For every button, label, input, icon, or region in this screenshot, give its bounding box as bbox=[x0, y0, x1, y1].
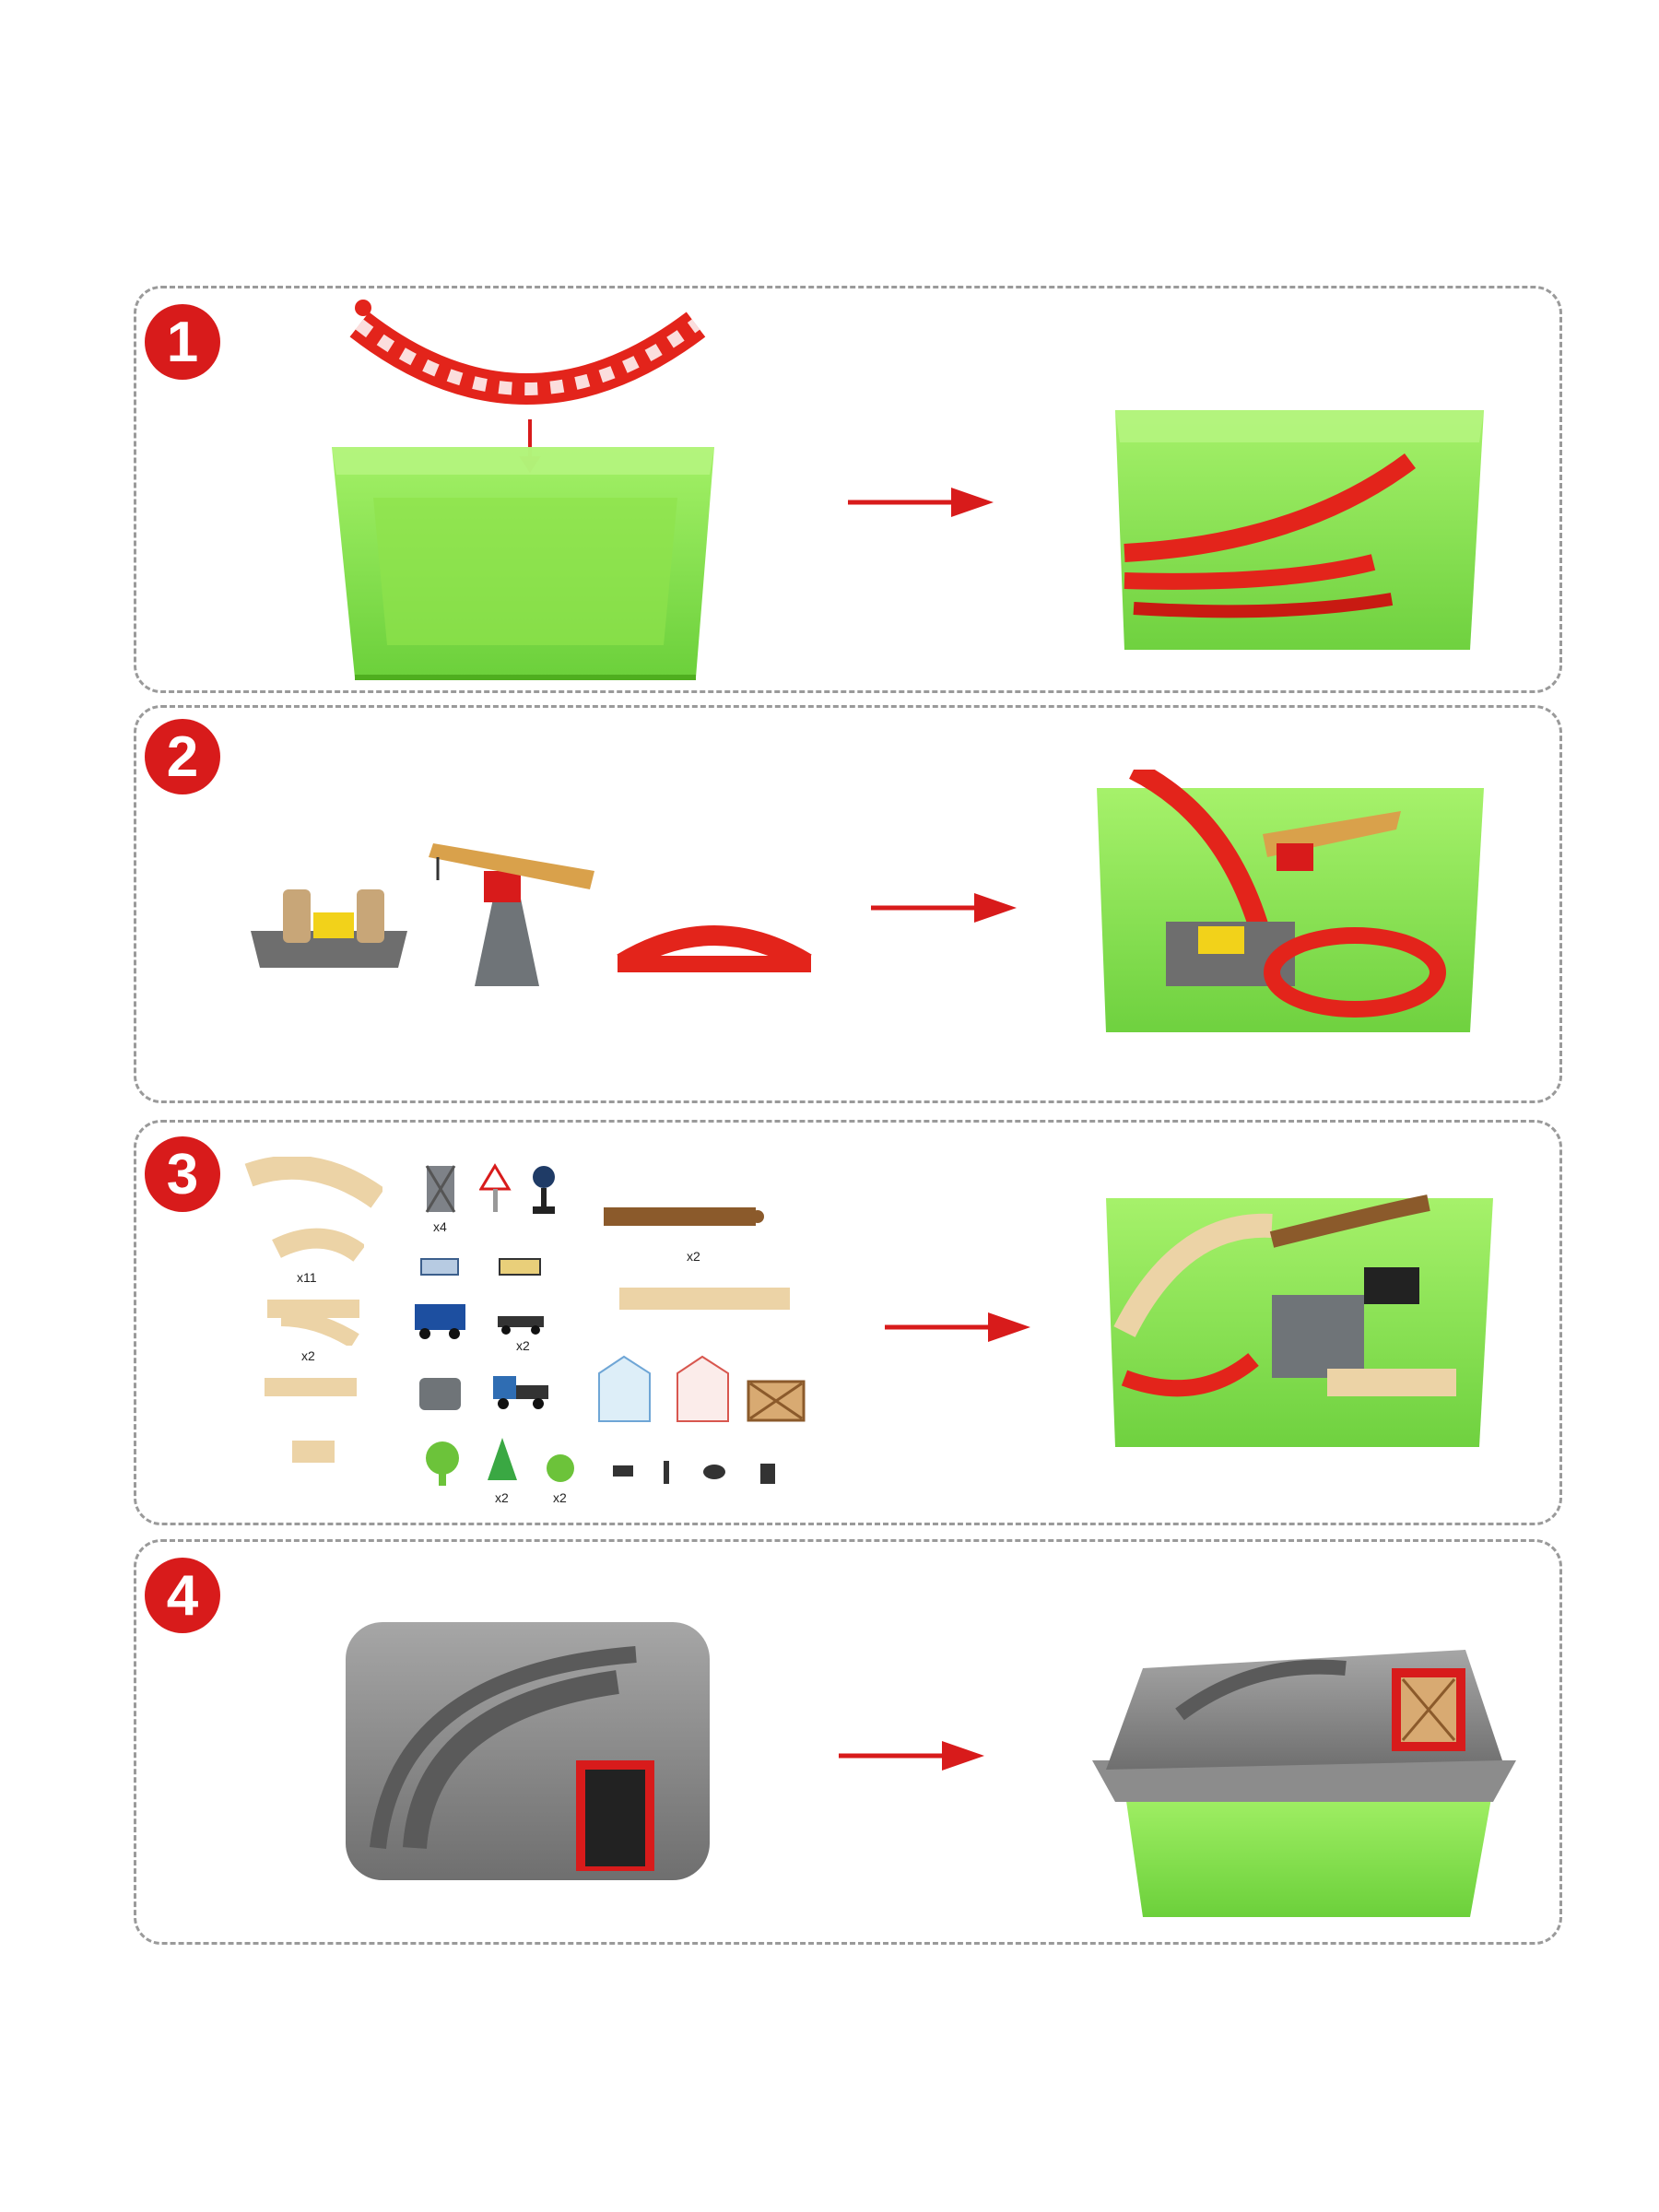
road-sign-icon bbox=[479, 1163, 512, 1212]
crate-icon bbox=[499, 1258, 541, 1276]
house-red-icon bbox=[677, 1355, 729, 1422]
bridge-icon bbox=[617, 925, 812, 972]
house-blue-icon bbox=[598, 1355, 651, 1422]
step-4-badge: 4 bbox=[145, 1558, 220, 1633]
crane-icon bbox=[429, 843, 594, 986]
step-arrow-icon bbox=[871, 893, 1017, 923]
step-3-badge: 3 bbox=[145, 1136, 220, 1212]
wooden-curved-track-icon bbox=[272, 1228, 364, 1263]
quantity-label: x2 bbox=[301, 1348, 315, 1363]
bin-with-track-icon bbox=[1115, 410, 1484, 650]
quantity-label: x2 bbox=[687, 1249, 700, 1264]
bush-icon bbox=[547, 1454, 574, 1482]
bin-with-crane-icon bbox=[1097, 770, 1484, 1032]
step-2-badge: 2 bbox=[145, 719, 220, 794]
step-arrow-icon bbox=[839, 1741, 984, 1771]
quantity-label: x2 bbox=[553, 1490, 567, 1505]
tree-icon bbox=[426, 1441, 459, 1486]
pine-tree-icon bbox=[488, 1438, 517, 1480]
closed-bin-with-lid-icon bbox=[1092, 1650, 1516, 1917]
quantity-label: x4 bbox=[433, 1219, 447, 1234]
gray-block-icon bbox=[419, 1378, 461, 1410]
wooden-switch-track-icon bbox=[267, 1300, 359, 1346]
quantity-label: x2 bbox=[495, 1490, 509, 1505]
pillar-icon bbox=[425, 1165, 456, 1213]
quantity-label: x11 bbox=[297, 1270, 317, 1285]
step-1-badge: 1 bbox=[145, 304, 220, 380]
wooden-short-track-icon bbox=[292, 1441, 335, 1463]
green-bin-icon bbox=[332, 447, 714, 680]
step-2-panel bbox=[134, 705, 1562, 1103]
blue-locomotive-icon bbox=[415, 1304, 465, 1339]
station-piece-icon bbox=[251, 889, 407, 968]
wooden-curved-track-icon bbox=[244, 1157, 382, 1208]
step-4-panel bbox=[134, 1539, 1562, 1945]
black-wagon-icon bbox=[498, 1316, 544, 1335]
bin-with-parts-icon bbox=[1106, 1194, 1493, 1447]
step-arrow-icon bbox=[848, 488, 994, 517]
brown-track-icon bbox=[604, 1207, 764, 1226]
step-3-panel bbox=[134, 1120, 1562, 1525]
lid-top-view-icon bbox=[346, 1622, 710, 1880]
step-1-panel bbox=[134, 286, 1562, 693]
curved-track-icon bbox=[349, 300, 706, 405]
crate-icon bbox=[420, 1258, 459, 1276]
wooden-straight-track-icon bbox=[265, 1378, 357, 1396]
wooden-long-track-icon bbox=[619, 1288, 790, 1310]
round-sign-icon bbox=[533, 1166, 555, 1214]
wooden-crate-icon bbox=[747, 1380, 806, 1422]
step-arrow-icon bbox=[885, 1312, 1030, 1342]
quantity-label: x2 bbox=[516, 1338, 530, 1353]
tools-icon bbox=[613, 1461, 775, 1484]
truck-icon bbox=[493, 1376, 548, 1409]
